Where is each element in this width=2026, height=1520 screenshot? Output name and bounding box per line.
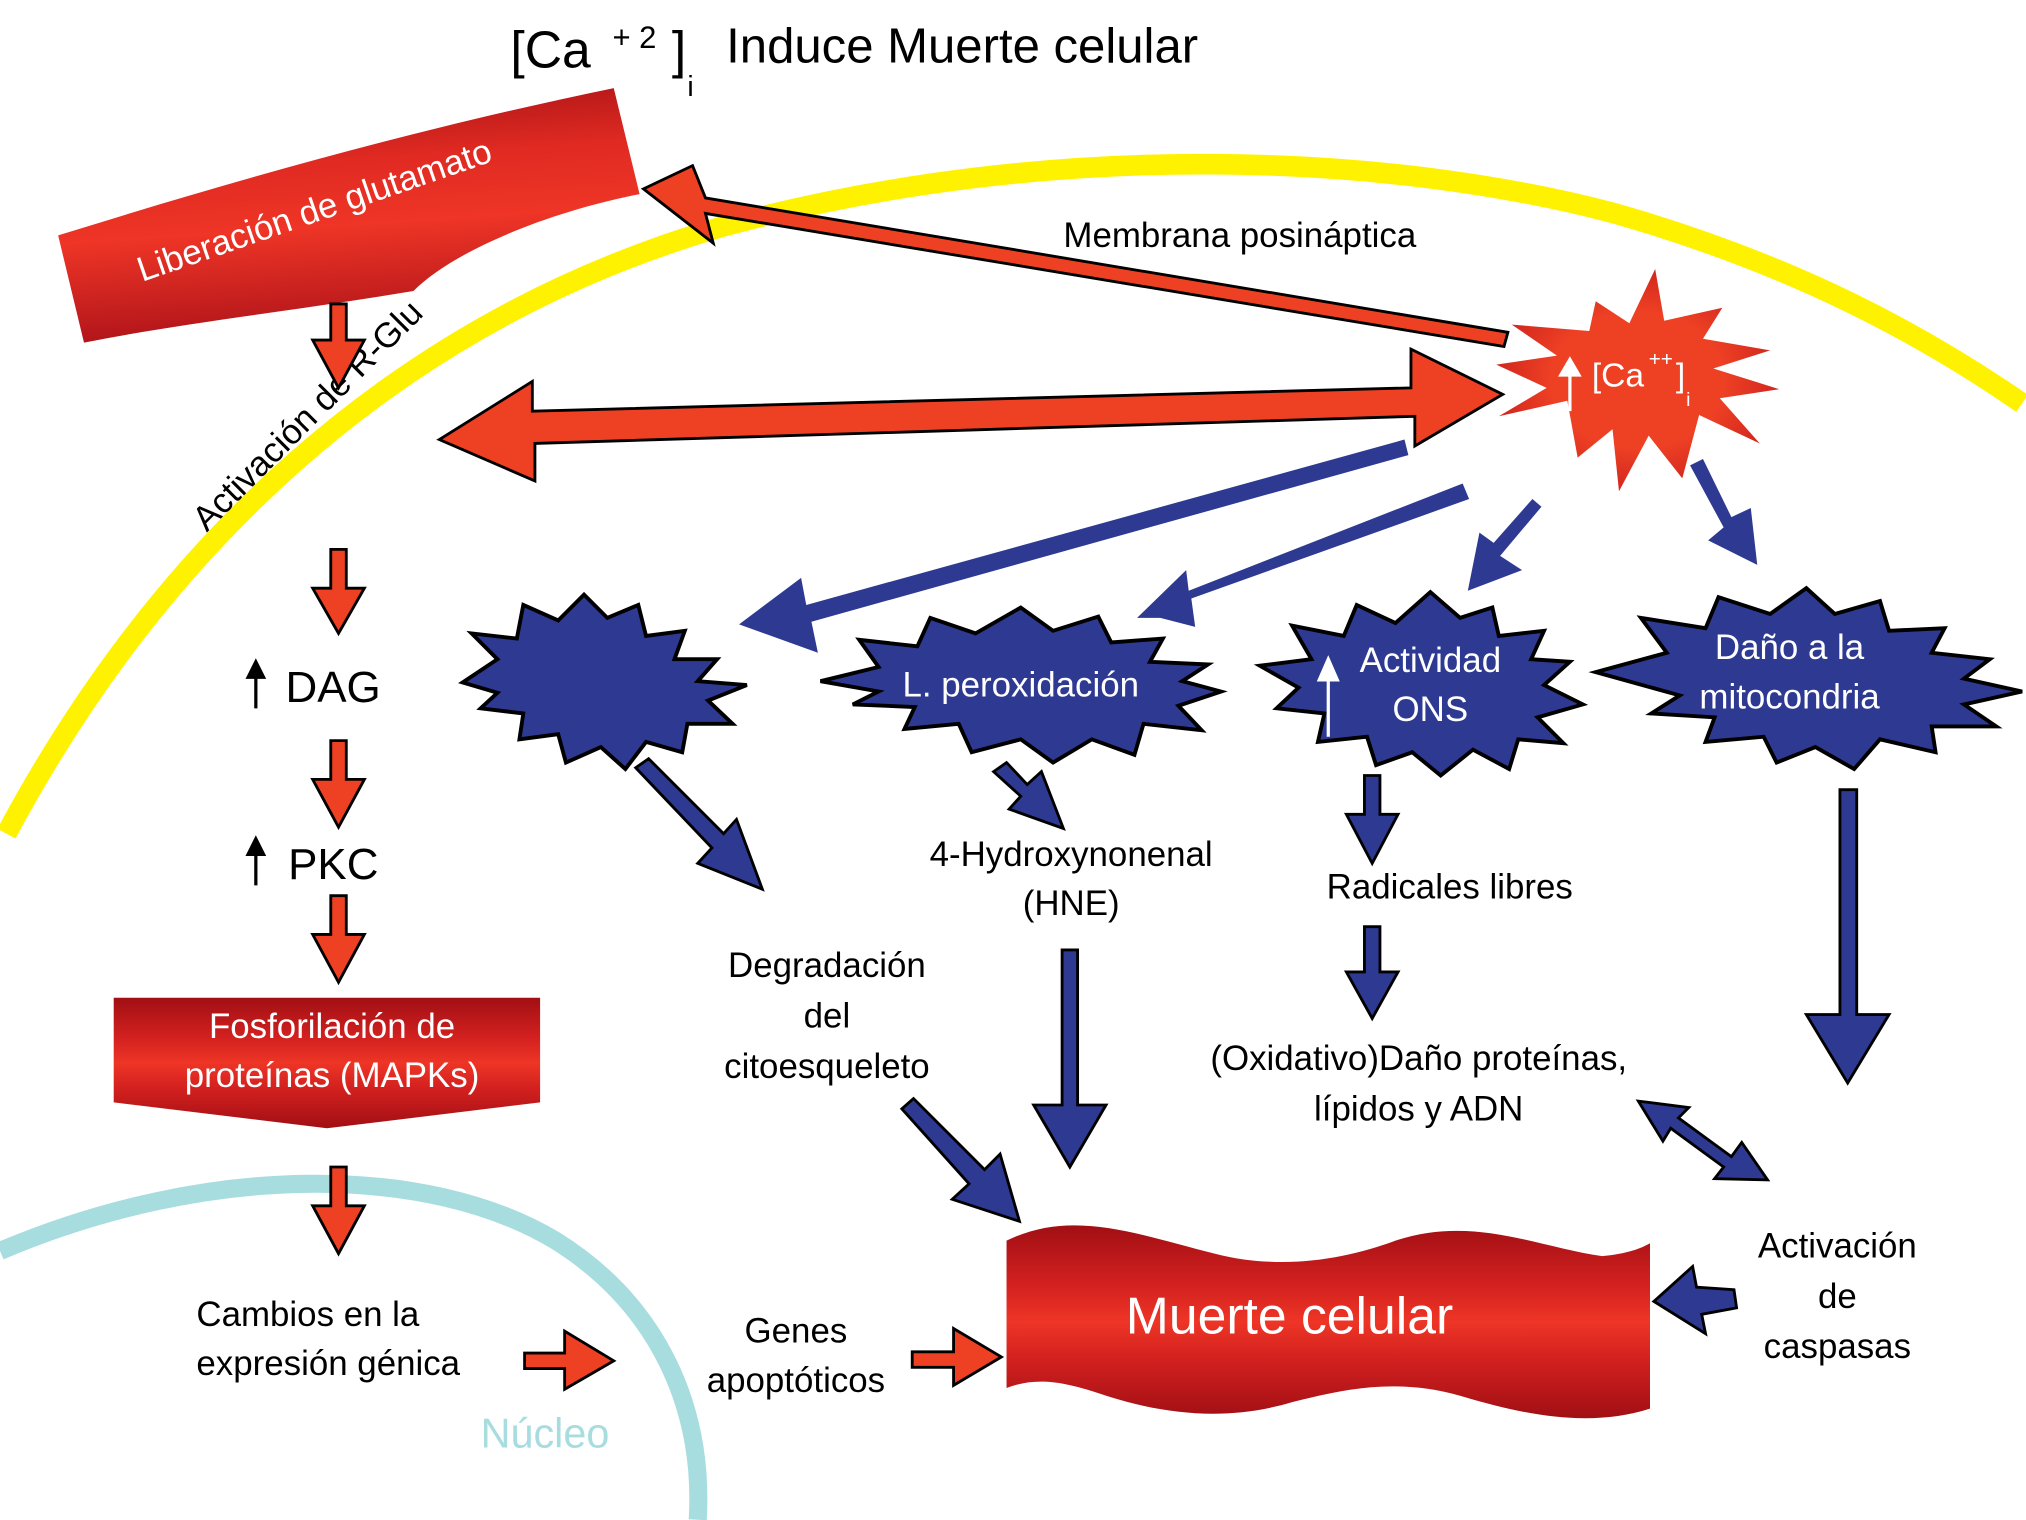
proteolysis-star: [458, 591, 748, 772]
title-subscript: i: [687, 71, 693, 103]
title-ion: [Ca: [510, 20, 591, 78]
phosphorylation-line2: proteínas (MAPKs): [185, 1056, 480, 1095]
postsynaptic-membrane-arc: [0, 153, 2026, 839]
cell-death-label: Muerte celular: [1126, 1287, 1453, 1345]
mitochondria-damage-line1: Daño a la: [1715, 628, 1865, 667]
nos-activity-line1: Actividad: [1360, 641, 1502, 680]
arrow-proteolysis-to-cytoskeleton: [633, 756, 765, 892]
dag-increase: DAG: [245, 658, 381, 712]
arrow-ca-to-ons: [1467, 498, 1542, 591]
arrow-ons-to-free-radicals: [1344, 774, 1401, 867]
up-arrow-icon: [1558, 356, 1582, 412]
arrow-ca-to-glutamate-release: [640, 163, 1510, 349]
calcium-increase-star: [Ca ++ ] i: [1496, 269, 1780, 492]
arrow-peroxidation-to-hne: [991, 760, 1066, 831]
up-arrow-icon: [245, 658, 267, 709]
lipid-peroxidation-star: L. peroxidación: [820, 605, 1228, 765]
oxidative-damage-line2: lípidos y ADN: [1314, 1089, 1523, 1128]
arrow-pkc-to-phosphorylation: [310, 894, 367, 986]
phosphorylation-line1: Fosforilación de: [209, 1007, 455, 1046]
caspases-line3: caspasas: [1764, 1327, 1911, 1366]
arrow-glutamate-to-rglu: [310, 302, 367, 391]
rglu-activation-label: Activación de R-Glu: [185, 293, 430, 538]
gene-expression-line1: Cambios en la: [196, 1295, 420, 1334]
cytoskeleton-line2: del: [804, 996, 851, 1035]
arrow-apoptotic-genes-to-cell-death: [910, 1326, 1005, 1388]
hne-line1: 4-Hydroxynonenal: [930, 835, 1213, 874]
nos-activity-star: Actividad ONS: [1253, 589, 1589, 778]
caspases-line2: de: [1818, 1277, 1857, 1316]
arrow-radicals-to-oxidative-damage: [1343, 925, 1401, 1022]
mitochondria-damage-star: Daño a la mitocondria: [1588, 585, 2023, 772]
ca-star-ion: [Ca: [1592, 358, 1645, 395]
arrow-ca-to-proteolysis: [739, 439, 1409, 653]
arrow-gene-expression-to-apoptotic-genes: [523, 1328, 617, 1392]
hne-line2: (HNE): [1023, 884, 1120, 923]
ca-star-charge: ++: [1649, 348, 1673, 371]
double-arrow-oxidative-caspases: [1635, 1099, 1771, 1182]
page-title: [Ca + 2 ] i Induce Muerte celular: [510, 19, 1198, 103]
ca-star-close: ]: [1676, 358, 1685, 395]
arrow-rglu-to-dag: [310, 547, 367, 637]
glutamate-release-box: Liberación de glutamato: [58, 88, 640, 343]
free-radicals-label: Radicales libres: [1327, 867, 1573, 906]
arrow-ca-to-mitochondria: [1690, 458, 1758, 565]
arrow-cytoskeleton-to-cell-death: [899, 1096, 1022, 1224]
pkc-label: PKC: [288, 840, 378, 889]
up-arrow-icon: [245, 835, 267, 886]
lipid-peroxidation-label: L. peroxidación: [902, 666, 1139, 705]
pkc-increase: PKC: [245, 835, 378, 889]
apoptotic-genes-line1: Genes: [745, 1312, 848, 1351]
gene-expression-line2: expresión génica: [196, 1344, 460, 1383]
dag-label: DAG: [286, 663, 381, 712]
nos-activity-line2: ONS: [1393, 690, 1469, 729]
postsynaptic-membrane-label: Membrana posináptica: [1063, 216, 1416, 255]
nucleus-label: Núcleo: [481, 1410, 610, 1456]
title-charge: + 2: [612, 20, 656, 55]
cell-death-box: Muerte celular: [1006, 1225, 1651, 1419]
title-close-bracket: ]: [672, 20, 686, 78]
mitochondria-damage-line2: mitocondria: [1699, 677, 1880, 716]
double-arrow-ca-rglu: [436, 346, 1506, 484]
apoptotic-genes-line2: apoptóticos: [707, 1361, 885, 1400]
cytoskeleton-line3: citoesqueleto: [724, 1047, 930, 1086]
caspases-line1: Activación: [1758, 1226, 1917, 1265]
title-text: Induce Muerte celular: [726, 19, 1198, 73]
arrow-hne-to-cell-death: [1031, 948, 1109, 1170]
arrow-caspases-to-cell-death: [1651, 1263, 1739, 1337]
arrow-ca-to-peroxidation: [1137, 483, 1470, 627]
oxidative-damage-line1: (Oxidativo)Daño proteínas,: [1210, 1039, 1627, 1078]
arrow-mitochondria-to-caspases: [1803, 788, 1892, 1086]
protein-phosphorylation-box: Fosforilación de proteínas (MAPKs): [113, 997, 541, 1129]
arrow-phosphorylation-to-gene-expression: [310, 1165, 367, 1257]
cytoskeleton-line1: Degradación: [728, 946, 926, 985]
arrow-dag-to-pkc: [310, 739, 367, 831]
up-arrow-icon: [1316, 655, 1340, 737]
nucleus-arc: [0, 1174, 708, 1520]
ca-star-subscript: i: [1686, 389, 1690, 411]
